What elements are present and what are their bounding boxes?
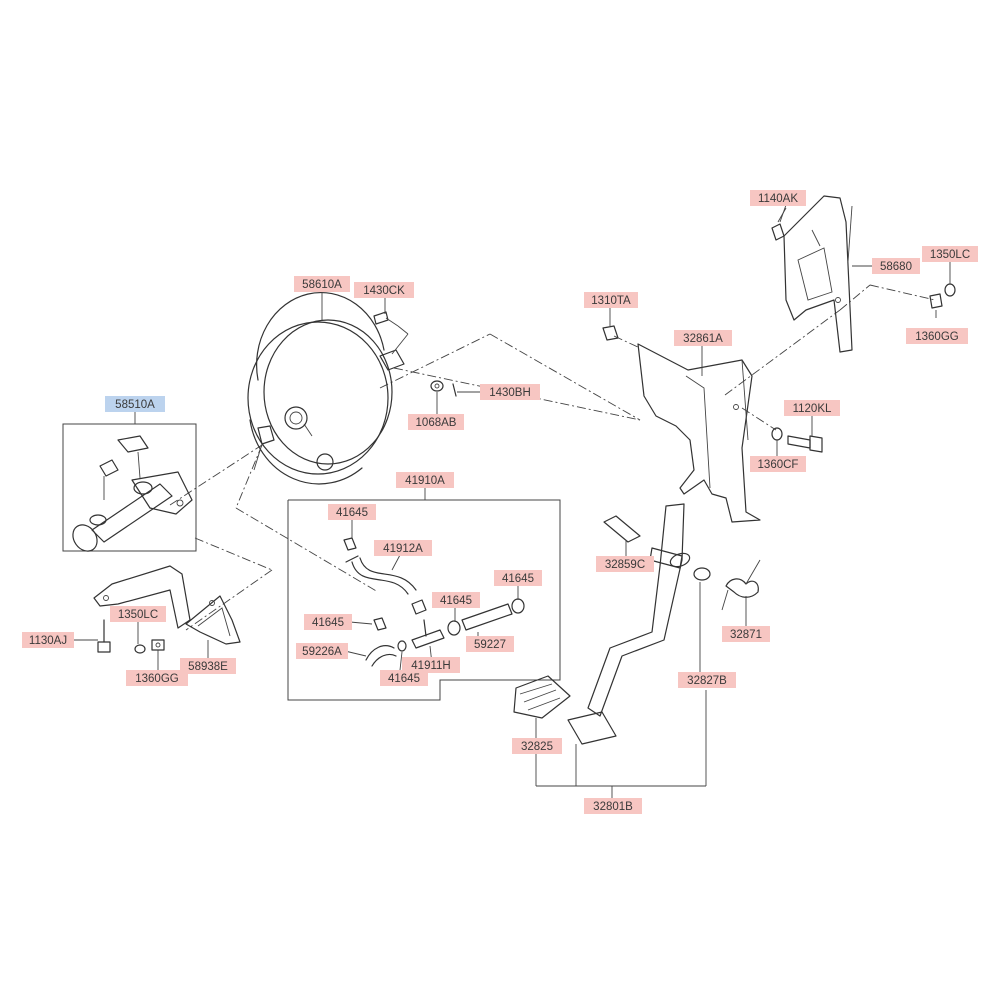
label-1430CK[interactable]: 1430CK [354,282,414,298]
svg-text:1350LC: 1350LC [930,249,970,261]
hose-41912A[interactable] [345,555,417,595]
washer-1350LC-right[interactable] [944,283,956,297]
pedal-arm-32827B[interactable] [567,503,691,745]
svg-text:1140AK: 1140AK [758,193,798,205]
label-32801B[interactable]: 32801B [584,798,642,814]
label-32859C[interactable]: 32859C [596,556,654,572]
svg-text:1130AJ: 1130AJ [29,635,67,647]
label-41645-b[interactable]: 41645 [494,570,542,586]
label-41645-d[interactable]: 41645 [304,614,352,630]
svg-text:41910A: 41910A [405,475,445,487]
svg-text:1068AB: 1068AB [416,417,457,429]
washer-1350LC-left[interactable] [134,644,146,654]
label-41645-a[interactable]: 41645 [328,504,376,520]
bushing-32859C[interactable] [603,515,641,543]
nut-1360GG-right[interactable] [929,293,943,309]
spring-32871[interactable] [721,559,761,611]
master-cylinder-group-box [62,423,197,552]
svg-text:32825: 32825 [521,741,553,753]
washer-1068AB[interactable] [430,380,444,392]
svg-text:1360GG: 1360GG [915,331,959,343]
svg-text:32861A: 32861A [683,333,723,345]
nut-1310TA[interactable] [602,325,619,341]
master-cylinder-58510A[interactable] [68,435,193,556]
svg-text:1430CK: 1430CK [363,285,405,297]
label-32861A[interactable]: 32861A [674,330,732,346]
nut-1360GG-left[interactable] [151,639,165,651]
svg-text:1310TA: 1310TA [591,295,631,307]
pedal-bracket-32861A[interactable] [637,343,761,523]
bolt-1130AJ[interactable] [97,619,111,653]
svg-text:58938E: 58938E [188,661,228,673]
label-32871[interactable]: 32871 [722,626,770,642]
svg-text:32859C: 32859C [605,559,645,571]
svg-text:1360CF: 1360CF [758,459,799,471]
label-1350LC-left[interactable]: 1350LC [110,606,166,622]
svg-text:41645: 41645 [440,595,472,607]
svg-text:32871: 32871 [730,629,762,641]
svg-text:41645: 41645 [312,617,344,629]
label-1120KL[interactable]: 1120KL [784,400,840,416]
svg-text:58510A: 58510A [115,399,155,411]
assembly-lines [169,284,936,631]
label-59226A[interactable]: 59226A [296,643,348,659]
svg-text:1360GG: 1360GG [135,673,179,685]
svg-text:58680: 58680 [880,261,912,273]
vacuum-hose-group-box [287,499,561,701]
label-1360GG-left[interactable]: 1360GG [126,670,188,686]
svg-text:1350LC: 1350LC [118,609,158,621]
label-1140AK[interactable]: 1140AK [750,190,806,206]
washer-1360CF[interactable] [771,427,783,441]
svg-text:41912A: 41912A [383,543,423,555]
label-58680[interactable]: 58680 [872,258,920,274]
clamp-41645-small[interactable] [411,599,427,615]
hose-59226A[interactable] [365,645,397,667]
label-1310TA[interactable]: 1310TA [584,292,638,308]
svg-text:41645: 41645 [502,573,534,585]
label-1350LC-right[interactable]: 1350LC [922,246,978,262]
bracket-58680[interactable] [783,195,853,353]
label-58510A[interactable]: 58510A [105,396,165,412]
label-58938E[interactable]: 58938E [180,658,236,674]
svg-text:41911H: 41911H [411,660,450,672]
label-41912A[interactable]: 41912A [374,540,432,556]
svg-text:32801B: 32801B [593,801,633,813]
svg-text:41645: 41645 [336,507,368,519]
label-41910A[interactable]: 41910A [396,472,454,488]
label-1360CF[interactable]: 1360CF [750,456,806,472]
svg-text:1120KL: 1120KL [793,403,832,415]
bushing-small[interactable] [693,567,711,581]
clamp-41645-mid[interactable] [373,617,387,631]
label-41911H[interactable]: 41911H [402,657,460,673]
svg-text:59226A: 59226A [302,646,342,658]
clamp-41645-top[interactable] [343,537,357,551]
pin-1430BH[interactable] [452,383,457,397]
svg-text:58610A: 58610A [302,279,342,291]
pedal-pad-32825[interactable] [513,675,571,719]
label-1430BH[interactable]: 1430BH [480,384,540,400]
label-41645-c[interactable]: 41645 [432,592,480,608]
label-32825[interactable]: 32825 [512,738,562,754]
label-58610A[interactable]: 58610A [294,276,350,292]
label-32827B[interactable]: 32827B [678,672,736,688]
svg-text:59227: 59227 [474,639,506,651]
label-1360GG-right[interactable]: 1360GG [906,328,968,344]
label-1068AB[interactable]: 1068AB [408,414,464,430]
svg-text:41645: 41645 [388,673,420,685]
bracket-58938E[interactable] [93,565,241,645]
leader-lines [72,204,951,798]
brake-booster-58610A[interactable] [247,291,405,485]
bolt-1430CK[interactable] [373,311,399,327]
label-1130AJ[interactable]: 1130AJ [22,632,74,648]
bolt-1120KL[interactable] [787,435,823,453]
svg-text:1430BH: 1430BH [489,387,531,399]
label-41645-e[interactable]: 41645 [380,670,428,686]
bolt-1140AK[interactable] [771,207,787,241]
label-59227[interactable]: 59227 [466,636,514,652]
connector-41911H[interactable] [397,619,445,652]
svg-text:32827B: 32827B [687,675,727,687]
